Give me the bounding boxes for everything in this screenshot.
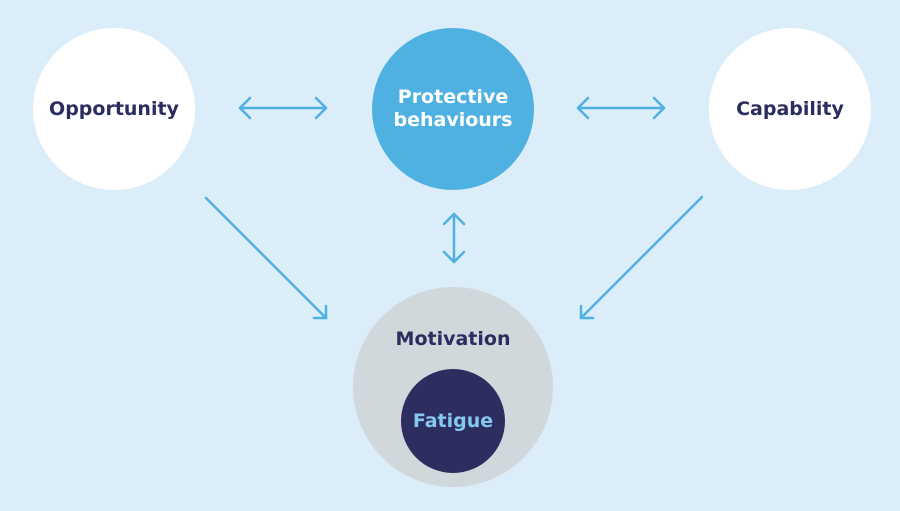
arrow-opportunity-motivation (204, 196, 328, 320)
node-fatigue-label: Fatigue (412, 409, 494, 432)
node-capability-label: Capability (736, 97, 844, 120)
node-capability: Capability (709, 28, 871, 190)
node-opportunity-label: Opportunity (49, 97, 179, 120)
node-motivation: Motivation Fatigue (353, 287, 553, 487)
protective-line-1: Protective (397, 86, 509, 109)
node-protective-behaviours: Protective behaviours (372, 28, 534, 190)
arrow-protective-motivation (442, 212, 466, 264)
node-protective-behaviours-label: Protective behaviours (394, 86, 513, 132)
node-fatigue: Fatigue (401, 369, 505, 473)
node-motivation-label: Motivation (395, 328, 511, 350)
arrow-protective-capability (576, 96, 666, 120)
protective-line-2: behaviours (393, 109, 513, 131)
arrow-capability-motivation (579, 195, 704, 320)
node-opportunity: Opportunity (33, 28, 195, 190)
arrow-opportunity-protective (238, 96, 328, 120)
